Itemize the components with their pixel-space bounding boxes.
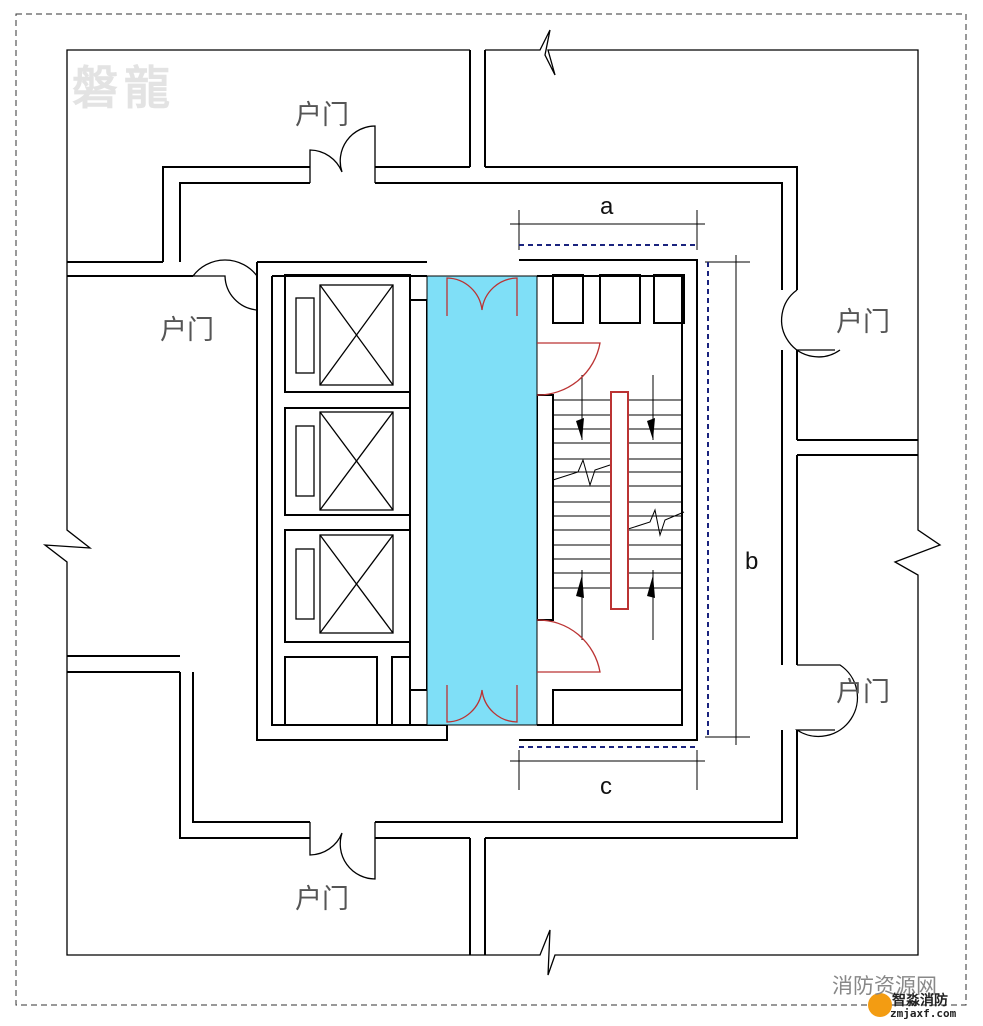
stair-arrows [576, 418, 655, 598]
brand-url: zmjaxf.com [890, 1007, 957, 1020]
dimension-lines [510, 210, 750, 790]
brand-name: 智淼消防 [892, 993, 948, 1009]
door-label-right-lower: 户门 [836, 677, 890, 708]
door-label-bottom: 户门 [295, 884, 349, 915]
unit-door-arcs [192, 125, 859, 880]
dimension-b: b [745, 548, 759, 575]
front-room-lobby [426, 275, 538, 726]
source-watermark: 消防资源网 [832, 974, 937, 998]
partition-walls [67, 50, 918, 955]
drawing-border [15, 13, 967, 1006]
elevator-2 [284, 407, 411, 516]
machine-room [284, 656, 378, 726]
watermark: 磐龍 [72, 61, 176, 115]
dimension-a: a [600, 193, 614, 220]
elevator-3 [284, 529, 411, 643]
door-arcs [446, 277, 601, 723]
handrail [610, 391, 629, 610]
door-label-left: 户门 [160, 315, 214, 346]
outer-wall [42, 29, 942, 976]
elevator-1 [284, 274, 411, 393]
dimension-c: c [600, 773, 612, 800]
door-label-right-upper: 户门 [836, 307, 890, 338]
door-label-top: 户门 [295, 100, 349, 131]
